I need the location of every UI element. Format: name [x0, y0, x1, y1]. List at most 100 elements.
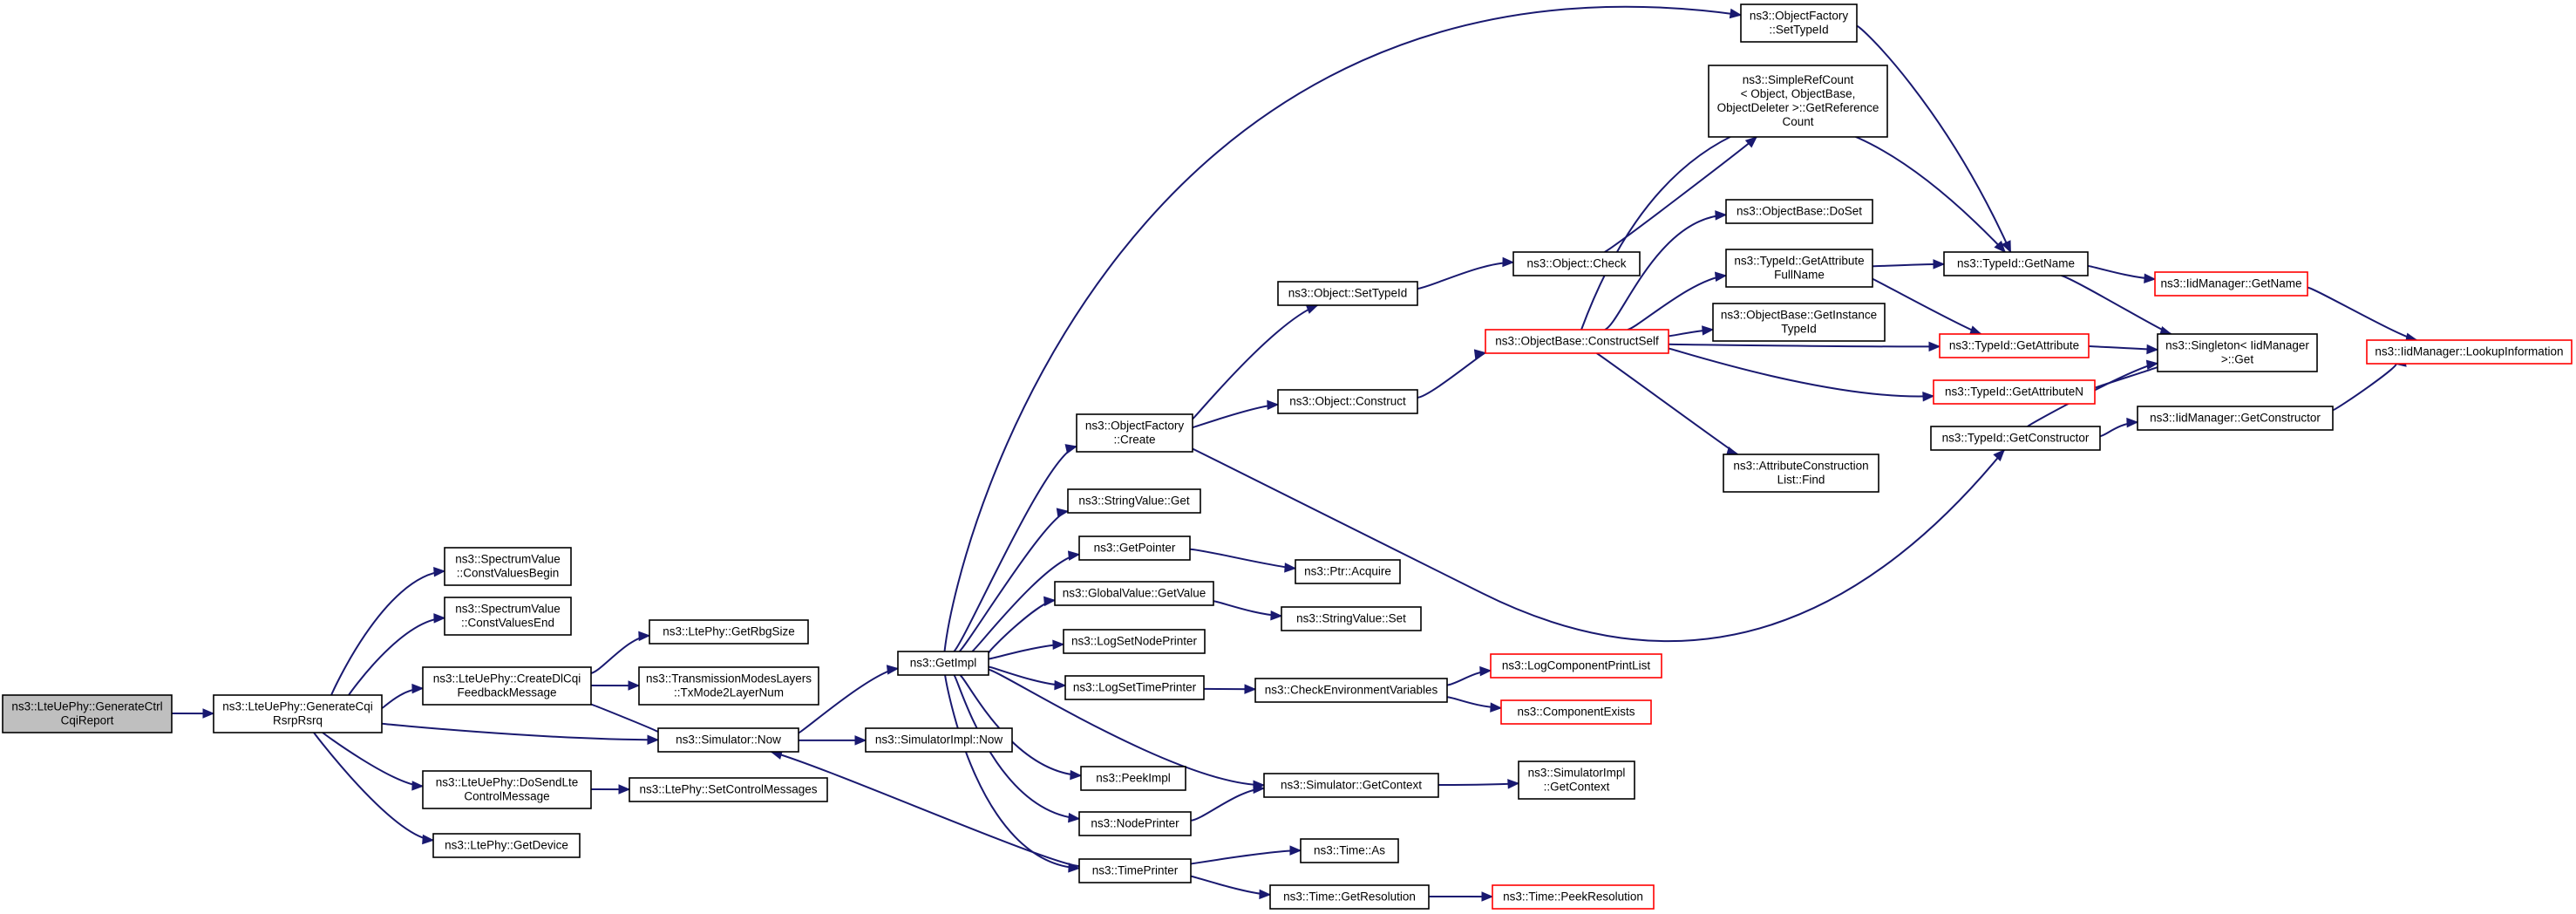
- node-sv-get[interactable]: ns3::StringValue::Get: [1067, 488, 1201, 514]
- node-rbg-size[interactable]: ns3::LtePhy::GetRbgSize: [649, 619, 809, 645]
- arrowhead-of-create-to-tid-get-ctor: [1993, 449, 2006, 462]
- node-check-env[interactable]: ns3::CheckEnvironmentVariables: [1254, 678, 1448, 703]
- node-box-tid-get-attr: [1939, 333, 2090, 358]
- node-time-peek-res[interactable]: ns3::Time::PeekResolution: [1492, 884, 1655, 910]
- node-ob-construct-self[interactable]: ns3::ObjectBase::ConstructSelf: [1485, 329, 1669, 354]
- node-tid-get-name[interactable]: ns3::TypeId::GetName: [1943, 251, 2089, 276]
- node-label-ob-construct-self-0: ns3::ObjectBase::ConstructSelf: [1495, 335, 1659, 348]
- node-peek-impl[interactable]: ns3::PeekImpl: [1080, 766, 1186, 791]
- node-box-sim-get-context: [1263, 773, 1439, 798]
- node-sv-set[interactable]: ns3::StringValue::Set: [1281, 606, 1422, 631]
- node-box-gen-cqi: [213, 694, 383, 733]
- node-label-create-dl-1: FeedbackMessage: [457, 686, 556, 699]
- edge-gen-cqi-to-get-device: [313, 732, 434, 842]
- node-get-device[interactable]: ns3::LtePhy::GetDevice: [432, 833, 581, 858]
- node-label-singleton-1: >::Get: [2221, 353, 2253, 366]
- node-sim-now[interactable]: ns3::Simulator::Now: [657, 727, 799, 753]
- node-label-sim-impl-get-ctx-0: ns3::SimulatorImpl: [1528, 767, 1626, 780]
- node-box-ptr-acquire: [1295, 559, 1401, 584]
- node-obj-set-type-id[interactable]: ns3::Object::SetTypeId: [1277, 281, 1418, 306]
- node-box-tx-mode: [638, 666, 819, 706]
- arrowhead-gen-cqi-to-cv-begin: [433, 567, 446, 577]
- node-label-sim-impl-get-ctx-1: ::GetContext: [1544, 781, 1610, 794]
- node-label-attr-const-list-1: List::Find: [1777, 474, 1825, 487]
- arrowhead-ob-construct-self-to-tid-get-attr: [1928, 341, 1941, 352]
- node-box-time-peek-res: [1492, 884, 1655, 910]
- arrowhead-gen-cqi-to-send-lte: [411, 781, 425, 791]
- node-box-ob-construct-self: [1485, 329, 1669, 354]
- node-box-of-create: [1076, 413, 1193, 453]
- node-tx-mode[interactable]: ns3::TransmissionModesLayers::TxMode2Lay…: [638, 666, 819, 706]
- node-iid-get-name[interactable]: ns3::IidManager::GetName: [2154, 271, 2308, 297]
- arrowhead-check-env-to-comp-exists: [1490, 702, 1503, 713]
- node-label-sv-set-0: ns3::StringValue::Set: [1296, 612, 1406, 625]
- node-obj-check[interactable]: ns3::Object::Check: [1512, 251, 1641, 276]
- node-log-comp-print[interactable]: ns3::LogComponentPrintList: [1490, 653, 1662, 679]
- arrowhead-time-printer-to-time-as: [1289, 845, 1302, 856]
- node-box-send-lte: [422, 770, 592, 809]
- node-cv-begin[interactable]: ns3::SpectrumValue::ConstValuesBegin: [444, 547, 572, 586]
- node-node-printer[interactable]: ns3::NodePrinter: [1078, 811, 1192, 836]
- arrowhead-ob-construct-self-to-tid-get-name: [1994, 240, 2006, 253]
- node-box-obj-construct: [1277, 389, 1418, 414]
- node-simple-ref[interactable]: ns3::SimpleRefCount< Object, ObjectBase,…: [1708, 65, 1888, 138]
- edge-gen-cqi-to-send-lte: [322, 732, 424, 788]
- node-cv-end[interactable]: ns3::SpectrumValue::ConstValuesEnd: [444, 597, 572, 636]
- node-label-tid-attr-full-0: ns3::TypeId::GetAttribute: [1734, 255, 1864, 268]
- node-label-tid-attr-full-1: FullName: [1774, 269, 1825, 282]
- node-box-get-impl: [897, 651, 989, 676]
- arrowhead-log-time-to-check-env: [1244, 684, 1257, 694]
- node-get-impl[interactable]: ns3::GetImpl: [897, 651, 989, 676]
- edge-iid-get-name-to-iid-lookup: [2307, 286, 2417, 341]
- node-iid-get-ctor[interactable]: ns3::IidManager::GetConstructor: [2137, 406, 2334, 431]
- node-tid-get-attr[interactable]: ns3::TypeId::GetAttribute: [1939, 333, 2090, 358]
- node-label-sv-get-0: ns3::StringValue::Get: [1078, 495, 1190, 508]
- arrowhead-ob-construct-self-to-tid-attr-full: [1714, 271, 1728, 282]
- node-tid-get-attr-n[interactable]: ns3::TypeId::GetAttributeN: [1933, 379, 2096, 405]
- node-box-root: [2, 694, 173, 733]
- node-box-iid-get-ctor: [2137, 406, 2334, 431]
- edge-obj-construct-to-ob-construct-self: [1417, 351, 1486, 399]
- node-get-pointer[interactable]: ns3::GetPointer: [1078, 535, 1191, 561]
- arrowhead-get-impl-to-gv-get-value: [1043, 596, 1057, 607]
- node-box-cv-end: [444, 597, 572, 636]
- node-iid-lookup[interactable]: ns3::IidManager::LookupInformation: [2366, 339, 2573, 365]
- node-gv-get-value[interactable]: ns3::GlobalValue::GetValue: [1054, 581, 1214, 606]
- node-set-ctrl[interactable]: ns3::LtePhy::SetControlMessages: [629, 777, 828, 802]
- node-of-create[interactable]: ns3::ObjectFactory::Create: [1076, 413, 1193, 453]
- node-label-gv-get-value-0: ns3::GlobalValue::GetValue: [1063, 587, 1206, 600]
- node-ptr-acquire[interactable]: ns3::Ptr::Acquire: [1295, 559, 1401, 584]
- arrowhead-ob-construct-self-to-ob-do-set: [1715, 210, 1728, 221]
- node-time-get-res[interactable]: ns3::Time::GetResolution: [1269, 884, 1430, 910]
- node-label-of-set-type-id-0: ns3::ObjectFactory: [1750, 10, 1849, 23]
- node-log-node[interactable]: ns3::LogSetNodePrinter: [1063, 629, 1206, 654]
- node-label-root-0: ns3::LteUePhy::GenerateCtrl: [11, 700, 162, 713]
- node-label-create-dl-0: ns3::LteUePhy::CreateDlCqi: [433, 672, 581, 686]
- call-edges: [171, 5, 2418, 902]
- node-ob-do-set[interactable]: ns3::ObjectBase::DoSet: [1725, 199, 1873, 224]
- node-sim-impl-now[interactable]: ns3::SimulatorImpl::Now: [865, 727, 1013, 753]
- arrowhead-of-create-to-obj-construct: [1267, 399, 1280, 411]
- node-box-tid-get-ctor: [1930, 426, 2101, 451]
- node-sim-impl-get-ctx[interactable]: ns3::SimulatorImpl::GetContext: [1518, 761, 1635, 800]
- node-of-set-type-id[interactable]: ns3::ObjectFactory::SetTypeId: [1740, 3, 1858, 43]
- node-box-obj-set-type-id: [1277, 281, 1418, 306]
- node-time-printer[interactable]: ns3::TimePrinter: [1078, 858, 1192, 883]
- node-label-cv-begin-1: ::ConstValuesBegin: [457, 567, 560, 580]
- node-sim-get-context[interactable]: ns3::Simulator::GetContext: [1263, 773, 1439, 798]
- node-singleton[interactable]: ns3::Singleton< IidManager>::Get: [2157, 333, 2318, 372]
- edge-of-create-to-obj-construct: [1192, 403, 1279, 429]
- node-tid-get-ctor[interactable]: ns3::TypeId::GetConstructor: [1930, 426, 2101, 451]
- node-label-ob-do-set-0: ns3::ObjectBase::DoSet: [1737, 205, 1862, 218]
- node-time-as[interactable]: ns3::Time::As: [1300, 838, 1399, 863]
- node-obj-construct[interactable]: ns3::Object::Construct: [1277, 389, 1418, 414]
- node-log-time[interactable]: ns3::LogSetTimePrinter: [1064, 675, 1205, 700]
- node-comp-exists[interactable]: ns3::ComponentExists: [1500, 699, 1652, 725]
- node-create-dl[interactable]: ns3::LteUePhy::CreateDlCqiFeedbackMessag…: [422, 666, 592, 706]
